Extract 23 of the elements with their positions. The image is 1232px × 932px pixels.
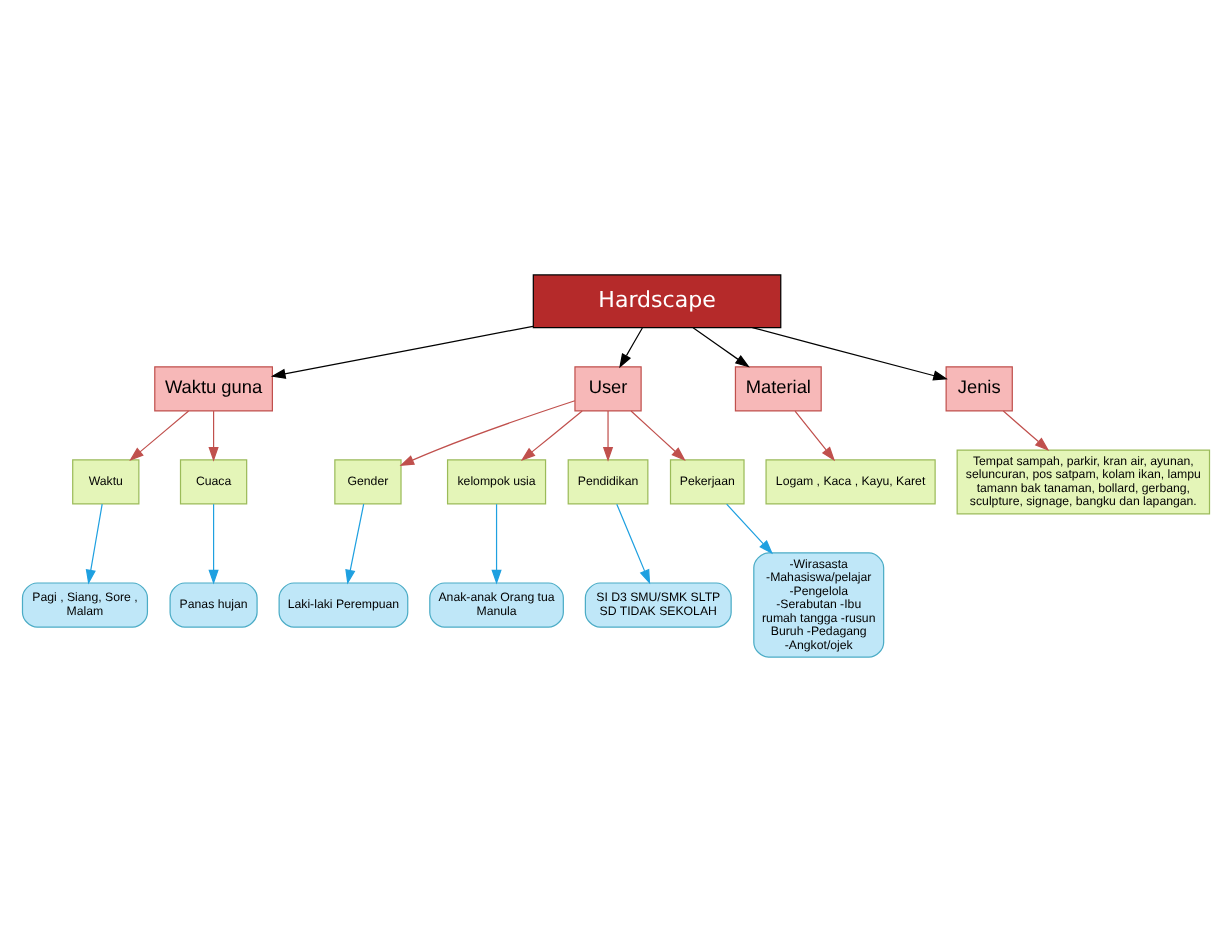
arrow: [619, 327, 643, 369]
arrow: [692, 327, 750, 368]
node-box: Jenis: [945, 366, 1013, 412]
arrow: [602, 410, 614, 462]
node-box: Hardscape: [532, 274, 782, 329]
arrow: [726, 503, 773, 555]
node-box: Material: [734, 366, 822, 412]
arrow: [630, 410, 686, 462]
arrow: [270, 325, 534, 379]
arrow: [751, 327, 948, 381]
arrow: [345, 503, 365, 585]
node-box: Waktu guna: [154, 366, 273, 412]
node-box: User: [574, 366, 642, 412]
arrow: [616, 503, 651, 585]
arrow: [208, 503, 219, 585]
arrow: [491, 503, 502, 585]
arrow: [1002, 410, 1050, 452]
arrow: [85, 503, 103, 585]
arrow: [794, 410, 836, 462]
arrow: [129, 410, 190, 461]
arrow: [399, 400, 576, 466]
arrow: [208, 410, 219, 462]
arrow: [520, 410, 583, 461]
